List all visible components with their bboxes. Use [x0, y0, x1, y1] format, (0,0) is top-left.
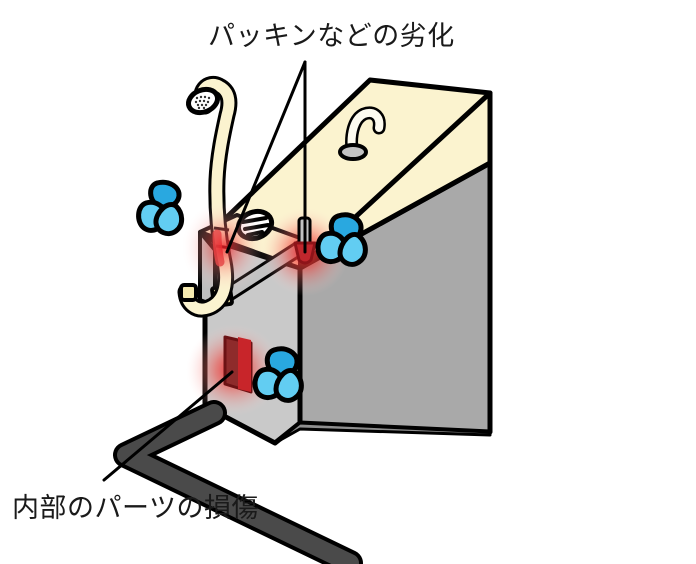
drain-pipe: [113, 400, 363, 564]
heater-bottom-edge: [273, 421, 492, 445]
vent-spout-base: [338, 143, 368, 161]
leader-line-gasket-diagonal: [225, 60, 307, 254]
vent-spout: [338, 106, 386, 161]
water-splash-left: [136, 179, 185, 237]
leader-lines: [102, 60, 307, 482]
leader-line-internal: [102, 370, 234, 482]
shower-spray-holes: [194, 95, 211, 110]
water-splash-front: [252, 346, 304, 403]
annotation-label-gasket: パッキンなどの劣化: [208, 21, 455, 52]
hose-ferrule: [179, 283, 198, 302]
hose-joint-leak: [182, 201, 266, 293]
water-splash-top: [315, 212, 368, 267]
annotation-label-internal: 内部のパーツの損傷: [12, 493, 259, 524]
leak-glow-hose: [182, 201, 266, 293]
